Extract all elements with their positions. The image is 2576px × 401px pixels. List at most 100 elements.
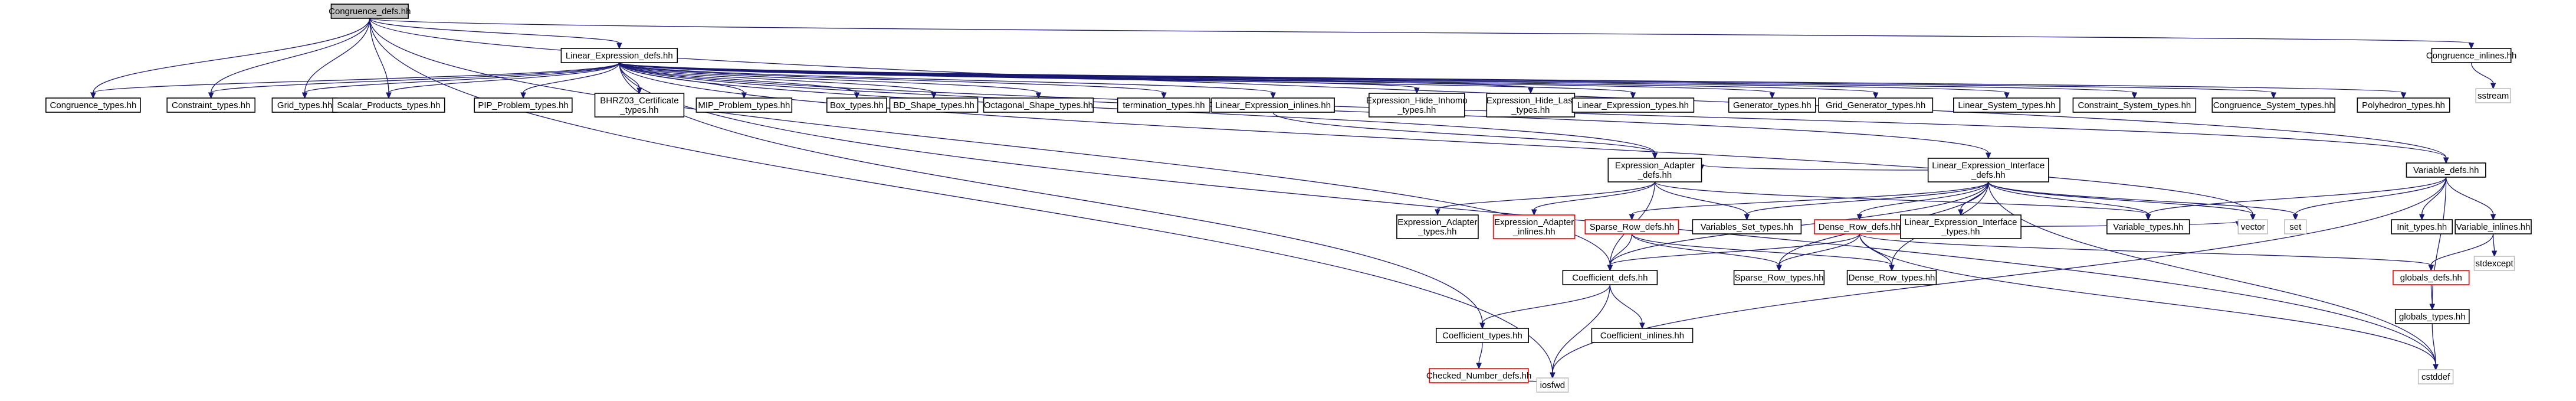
edge-root-to-congr_types <box>90 18 370 99</box>
node-box <box>474 97 573 113</box>
node-box <box>1584 219 1679 234</box>
edge-ea_defs-to-vars_set_types <box>1654 181 1750 221</box>
node-box <box>1536 377 1569 393</box>
node-label: cstddef <box>2421 372 2450 382</box>
edge-lin_expr_defs-to-bd_types <box>619 62 937 99</box>
node-var-defs[interactable]: Variable_defs.hh <box>2406 162 2486 178</box>
node-init-types[interactable]: Init_types.hh <box>2391 219 2453 234</box>
node-grid-gen-types[interactable]: Grid_Generator_types.hh <box>1818 97 1934 113</box>
edge-lin_expr_inlines-to-ea_defs <box>1272 112 1658 159</box>
node-oct-types[interactable]: Octagonal_Shape_types.hh <box>983 97 1094 113</box>
edge-var_inlines-to-stdexcept <box>2491 233 2498 257</box>
node-box <box>560 48 678 63</box>
node-label: BD_Shape_types.hh <box>893 100 974 110</box>
node-poly-types[interactable]: Polyhedron_types.hh <box>2357 97 2450 113</box>
node-congr-types[interactable]: Congruence_types.hh <box>45 97 141 113</box>
node-congr-sys-types[interactable]: Congruence_System_types.hh <box>2211 97 2336 113</box>
edge-dense_defs-to-coef_defs <box>1607 233 1860 272</box>
node-box <box>2391 219 2453 234</box>
node-term-types[interactable]: termination_types.hh <box>1117 97 1210 113</box>
node-grid-types[interactable]: Grid_types.hh <box>271 97 338 113</box>
node-lin-sys-types[interactable]: Linear_System_types.hh <box>1953 97 2060 113</box>
node-ea-defs[interactable]: Expression_Adapter_defs.hh <box>1607 158 1702 182</box>
edge-root-to-lin_expr_defs <box>369 18 622 50</box>
node-bhrz-types[interactable]: BHRZ03_Certificate_types.hh <box>594 93 685 118</box>
node-box-types[interactable]: Box_types.hh <box>826 97 887 113</box>
edge-coef_types-to-checked_defs <box>1476 342 1483 370</box>
node-label: termination_types.hh <box>1123 100 1205 110</box>
node-box <box>2106 219 2190 234</box>
node-box <box>1492 214 1576 239</box>
node-sparse-defs[interactable]: Sparse_Row_defs.hh <box>1584 219 1679 234</box>
node-constr-sys-types[interactable]: Constraint_System_types.hh <box>2072 97 2197 113</box>
node-box <box>2211 97 2336 113</box>
node-label: _defs.hh <box>1971 170 2006 180</box>
node-box <box>1814 219 1905 234</box>
node-var-inlines[interactable]: Variable_inlines.hh <box>2454 219 2532 234</box>
node-label: Coefficient_inlines.hh <box>1600 331 1684 341</box>
node-vector: vector <box>2237 219 2268 234</box>
node-dense-defs[interactable]: Dense_Row_defs.hh <box>1814 219 1905 234</box>
node-globals-types[interactable]: globals_types.hh <box>2394 309 2470 324</box>
node-coef-inlines[interactable]: Coefficient_inlines.hh <box>1591 328 1694 343</box>
edge-congr_inlines-to-sstream <box>2470 62 2496 90</box>
node-pip-types[interactable]: PIP_Problem_types.hh <box>474 97 573 113</box>
node-var-types[interactable]: Variable_types.hh <box>2106 219 2190 234</box>
node-box <box>983 97 1094 113</box>
node-ehi-types[interactable]: Expression_Hide_Inhomo_types.hh <box>1366 93 1468 118</box>
nodes-layer: Congruence_defs.hhLinear_Expression_defs… <box>45 4 2532 393</box>
node-dense-types[interactable]: Dense_Row_types.hh <box>1846 270 1937 285</box>
node-gen-types[interactable]: Generator_types.hh <box>1728 97 1816 113</box>
node-lei-defs[interactable]: Linear_Expression_Interface_defs.hh <box>1927 158 2049 182</box>
node-label: set <box>2289 222 2302 232</box>
node-ea-inlines[interactable]: Expression_Adapter_inlines.hh <box>1492 214 1576 239</box>
edge-lei_defs-to-cstddef <box>1988 181 2439 371</box>
node-label: Linear_Expression_Interface <box>1905 217 2017 227</box>
node-coef-defs[interactable]: Coefficient_defs.hh <box>1562 270 1658 285</box>
node-box <box>2417 369 2454 384</box>
edge-dense_defs-to-sparse_types <box>1776 233 1860 272</box>
node-label: Polyhedron_types.hh <box>2362 100 2445 110</box>
node-box <box>1818 97 1934 113</box>
node-label: Grid_Generator_types.hh <box>1826 100 1925 110</box>
node-label: BHRZ03_Certificate <box>600 96 678 106</box>
edge-sparse_defs-to-sparse_types <box>1631 233 1782 272</box>
node-label: Congruence_defs.hh <box>329 6 411 17</box>
edge-var_defs-to-globals_types <box>2429 177 2447 311</box>
node-bd-types[interactable]: BD_Shape_types.hh <box>889 97 979 113</box>
edge-lei_defs-to-vars_set_types <box>1744 181 1989 221</box>
node-coef-types[interactable]: Coefficient_types.hh <box>1435 328 1529 343</box>
node-label: Dense_Row_types.hh <box>1849 273 1935 283</box>
node-box <box>2393 270 2470 285</box>
node-checked-defs[interactable]: Checked_Number_defs.hh <box>1426 368 1531 383</box>
node-label: _types.hh <box>1941 227 1980 237</box>
node-mip-types[interactable]: MIP_Problem_types.hh <box>695 97 793 113</box>
node-lin-expr-inlines[interactable]: Linear_Expression_inlines.hh <box>1211 97 1335 113</box>
node-label: Generator_types.hh <box>1733 100 1812 110</box>
edge-root-to-scalar_types <box>369 18 392 99</box>
node-constr-types[interactable]: Constraint_types.hh <box>166 97 256 113</box>
node-congr-inlines[interactable]: Congruence_inlines.hh <box>2426 48 2516 63</box>
node-root[interactable]: Congruence_defs.hh <box>329 4 411 19</box>
node-box <box>2406 162 2486 178</box>
node-box <box>2394 309 2470 324</box>
node-globals-defs[interactable]: globals_defs.hh <box>2393 270 2470 285</box>
node-sparse-types[interactable]: Sparse_Row_types.hh <box>1733 270 1825 285</box>
node-lei-types[interactable]: Linear_Expression_Interface_types.hh <box>1900 214 2022 239</box>
node-sstream: sstream <box>2475 88 2511 103</box>
edge-coef_defs-to-coef_inlines <box>1609 284 1645 330</box>
node-label: Constraint_types.hh <box>172 100 250 110</box>
node-ea-types[interactable]: Expression_Adapter_types.hh <box>1396 214 1479 239</box>
node-box <box>1728 97 1816 113</box>
node-label: Expression_Adapter <box>1397 217 1477 227</box>
node-box <box>1486 93 1576 118</box>
node-lin-expr-defs[interactable]: Linear_Expression_defs.hh <box>560 48 678 63</box>
node-label: Variable_types.hh <box>2113 222 2183 232</box>
node-label: Linear_System_types.hh <box>1958 100 2055 110</box>
node-box <box>1396 214 1479 239</box>
node-lin-expr-types[interactable]: Linear_Expression_types.hh <box>1571 97 1695 113</box>
node-scalar-types[interactable]: Scalar_Products_types.hh <box>332 97 445 113</box>
node-ehl-types[interactable]: Expression_Hide_Last_types.hh <box>1486 93 1576 118</box>
node-vars-set-types[interactable]: Variables_Set_types.hh <box>1692 219 1802 234</box>
